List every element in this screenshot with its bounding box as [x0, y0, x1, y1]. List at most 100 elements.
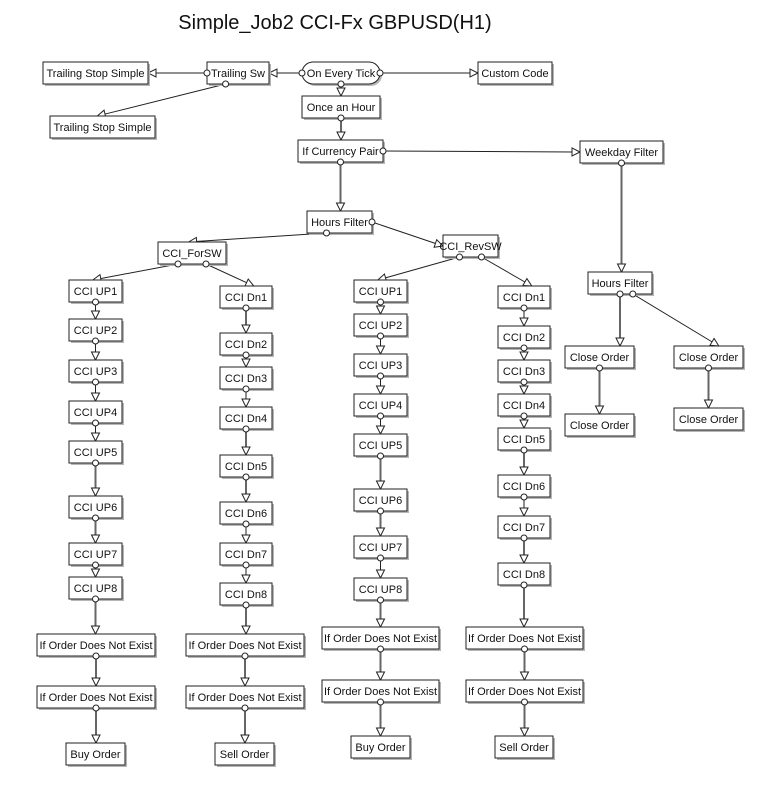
output-port-icon[interactable] [379, 147, 387, 155]
output-port-icon[interactable] [368, 218, 376, 226]
output-port-icon[interactable] [456, 253, 463, 261]
node-cci-forsw[interactable]: CCI_ForSW [157, 241, 228, 266]
node-for-up-check2[interactable]: If Order Does Not Exist [36, 685, 157, 710]
output-port-icon[interactable] [618, 159, 625, 167]
output-port-icon[interactable] [242, 473, 250, 481]
node-for-dn-check1[interactable]: If Order Does Not Exist [185, 633, 306, 658]
node-hours-filter-main[interactable]: Hours Filter [306, 210, 374, 235]
node-rev-up-0[interactable]: CCI UP1 [353, 279, 409, 304]
node-cci-revsw[interactable]: CCI_RevSW [439, 234, 502, 259]
node-for-up-7[interactable]: CCI UP8 [68, 576, 124, 601]
output-port-icon[interactable] [616, 290, 624, 298]
node-for-dn-0[interactable]: CCI Dn1 [219, 285, 274, 310]
output-port-icon[interactable] [92, 514, 99, 522]
output-port-icon[interactable] [377, 507, 384, 515]
output-port-icon[interactable] [241, 704, 249, 712]
output-port-icon[interactable] [92, 595, 99, 603]
output-port-icon[interactable] [203, 69, 211, 77]
node-for-dn-action[interactable]: Sell Order [214, 742, 276, 767]
output-port-icon[interactable] [92, 561, 99, 569]
node-for-up-6[interactable]: CCI UP7 [68, 542, 124, 567]
node-rev-up-7[interactable]: CCI UP8 [353, 577, 409, 602]
output-port-icon[interactable] [298, 69, 306, 77]
output-port-icon[interactable] [92, 459, 99, 467]
node-for-dn-2[interactable]: CCI Dn3 [219, 366, 274, 391]
node-for-dn-4[interactable]: CCI Dn5 [219, 454, 274, 479]
output-port-icon[interactable] [92, 337, 99, 345]
node-rev-dn-1[interactable]: CCI Dn2 [497, 325, 552, 350]
output-port-icon[interactable] [377, 698, 384, 706]
node-for-up-1[interactable]: CCI UP2 [68, 318, 124, 343]
node-rev-dn-2[interactable]: CCI Dn3 [497, 359, 552, 384]
output-port-icon[interactable] [377, 412, 384, 420]
output-port-icon[interactable] [520, 412, 528, 420]
output-port-icon[interactable] [323, 229, 330, 237]
node-for-dn-1[interactable]: CCI Dn2 [219, 332, 274, 357]
output-port-icon[interactable] [174, 260, 182, 268]
node-rev-up-2[interactable]: CCI UP3 [353, 353, 409, 378]
node-for-dn-7[interactable]: CCI Dn8 [219, 582, 274, 607]
node-for-dn-check2[interactable]: If Order Does Not Exist [185, 685, 306, 710]
node-on-every-tick[interactable]: On Every Tick [301, 61, 382, 86]
output-port-icon[interactable] [377, 554, 384, 562]
node-for-dn-3[interactable]: CCI Dn4 [219, 406, 274, 431]
output-port-icon[interactable] [629, 290, 637, 298]
node-rev-up-1[interactable]: CCI UP2 [353, 313, 409, 338]
output-port-icon[interactable] [92, 652, 100, 660]
output-port-icon[interactable] [242, 561, 250, 569]
output-port-icon[interactable] [521, 645, 528, 653]
output-port-icon[interactable] [377, 332, 384, 340]
output-port-icon[interactable] [376, 69, 384, 77]
output-port-icon[interactable] [377, 452, 384, 460]
node-close-order-2[interactable]: Close Order [564, 413, 636, 438]
node-rev-up-6[interactable]: CCI UP7 [353, 535, 409, 560]
output-port-icon[interactable] [242, 520, 250, 528]
node-rev-dn-check2[interactable]: If Order Does Not Exist [465, 679, 585, 704]
output-port-icon[interactable] [222, 80, 230, 88]
node-rev-up-check1[interactable]: If Order Does Not Exist [321, 626, 441, 651]
node-rev-dn-5[interactable]: CCI Dn6 [497, 474, 552, 499]
output-port-icon[interactable] [377, 372, 384, 380]
output-port-icon[interactable] [337, 80, 345, 88]
node-trailing-stop-simple-2[interactable]: Trailing Stop Simple [49, 115, 157, 140]
node-for-up-0[interactable]: CCI UP1 [68, 279, 124, 304]
node-rev-up-check2[interactable]: If Order Does Not Exist [321, 679, 441, 704]
node-rev-dn-7[interactable]: CCI Dn8 [497, 562, 552, 587]
node-rev-dn-0[interactable]: CCI Dn1 [497, 285, 552, 310]
node-rev-dn-action[interactable]: Sell Order [494, 735, 555, 760]
node-for-up-5[interactable]: CCI UP6 [68, 495, 124, 520]
output-port-icon[interactable] [337, 158, 344, 166]
output-port-icon[interactable] [520, 378, 528, 386]
node-rev-dn-check1[interactable]: If Order Does Not Exist [465, 626, 585, 651]
output-port-icon[interactable] [92, 298, 99, 306]
output-port-icon[interactable] [242, 351, 250, 359]
output-port-icon[interactable] [92, 419, 99, 427]
node-rev-dn-4[interactable]: CCI Dn5 [497, 427, 552, 452]
output-port-icon[interactable] [92, 378, 99, 386]
output-port-icon[interactable] [337, 114, 345, 122]
output-port-icon[interactable] [520, 304, 528, 312]
output-port-icon[interactable] [596, 364, 603, 372]
node-for-up-action[interactable]: Buy Order [65, 742, 127, 767]
output-port-icon[interactable] [478, 253, 485, 261]
node-trailing-sw[interactable]: Trailing Sw [206, 61, 271, 86]
output-port-icon[interactable] [242, 385, 250, 393]
node-close-order-1[interactable]: Close Order [564, 345, 636, 370]
node-once-an-hour[interactable]: Once an Hour [301, 95, 382, 120]
node-rev-dn-6[interactable]: CCI Dn7 [497, 515, 552, 540]
output-port-icon[interactable] [520, 534, 528, 542]
output-port-icon[interactable] [92, 704, 100, 712]
output-port-icon[interactable] [520, 344, 528, 352]
node-trailing-stop-simple-1[interactable]: Trailing Stop Simple [42, 61, 150, 86]
output-port-icon[interactable] [242, 601, 250, 609]
output-port-icon[interactable] [377, 298, 384, 306]
output-port-icon[interactable] [241, 652, 249, 660]
node-rev-up-5[interactable]: CCI UP6 [353, 488, 409, 513]
node-close-order-4[interactable]: Close Order [673, 407, 745, 432]
output-port-icon[interactable] [202, 260, 210, 268]
node-weekday-filter[interactable]: Weekday Filter [579, 140, 665, 165]
output-port-icon[interactable] [242, 304, 250, 312]
node-for-up-3[interactable]: CCI UP4 [68, 400, 124, 425]
node-for-dn-6[interactable]: CCI Dn7 [219, 542, 274, 567]
output-port-icon[interactable] [377, 596, 384, 604]
